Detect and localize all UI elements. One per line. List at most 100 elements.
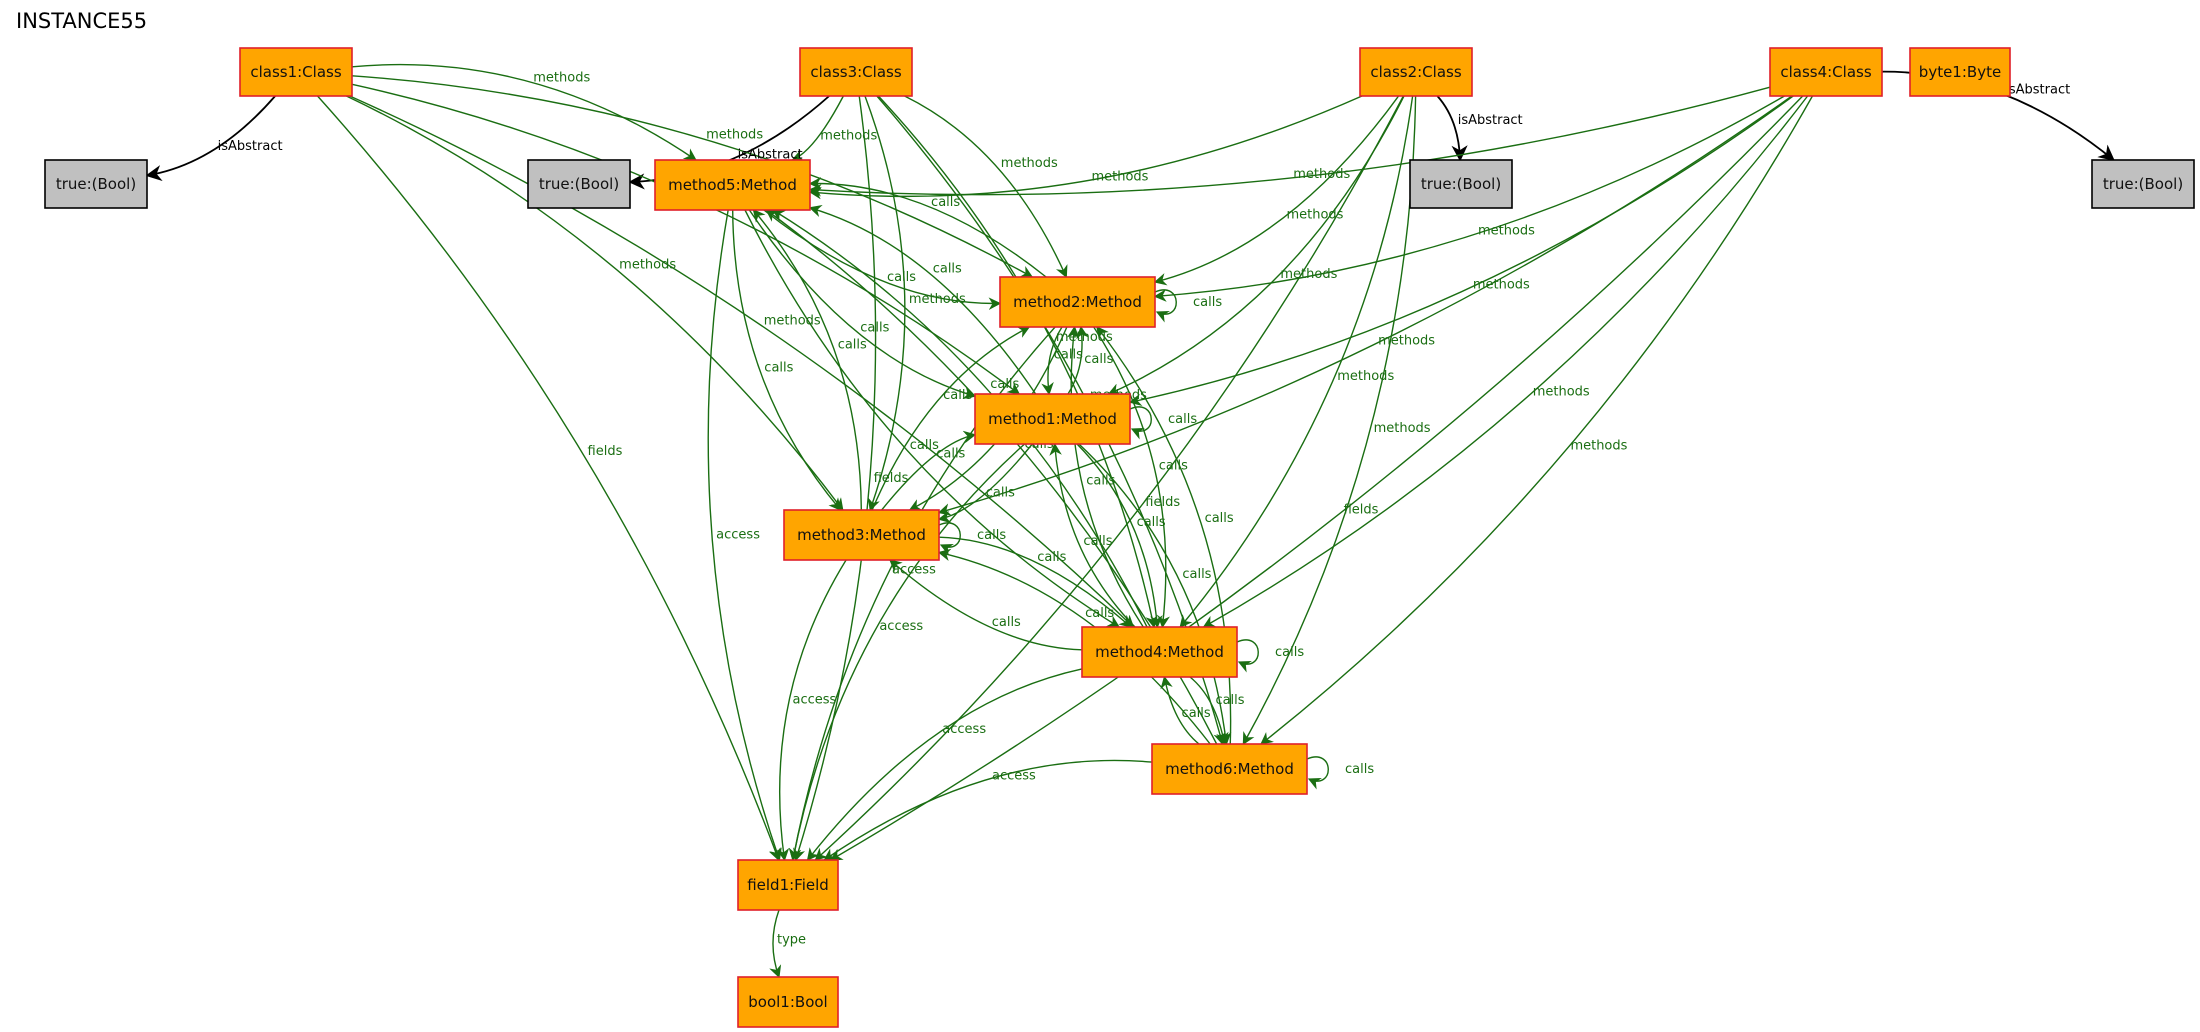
node-method6[interactable]: method6:Method	[1151, 743, 1308, 795]
node-class3[interactable]: class3:Class	[799, 47, 913, 97]
node-method1[interactable]: method1:Method	[974, 393, 1131, 445]
edge-label-method1-method2: calls	[1084, 352, 1113, 367]
edge-class3-method5	[791, 95, 844, 162]
edge-label-method2-method4: calls	[1159, 459, 1188, 474]
node-box-class3[interactable]	[799, 47, 913, 97]
node-box-true1[interactable]	[44, 159, 148, 209]
edge-class1-method5	[351, 63, 697, 161]
edge-label-method4-method6: calls	[1215, 693, 1244, 708]
node-method5[interactable]: method5:Method	[654, 159, 811, 211]
edge-method1-method1	[1129, 406, 1152, 440]
edge-class2-method5	[808, 95, 1363, 200]
node-class2[interactable]: class2:Class	[1359, 47, 1473, 97]
edge-label-method1-method4: calls	[1137, 515, 1166, 530]
edge-labels-layer: isAbstractisAbstractisAbstractisAbstract…	[218, 71, 2071, 948]
edge-label-method1-method5: calls	[933, 262, 962, 277]
edge-class4-field1	[829, 95, 1804, 861]
node-true4[interactable]: true:(Bool)	[2091, 159, 2195, 209]
edge-method1-method4	[1076, 443, 1163, 629]
edge-class1-method1	[351, 83, 1021, 395]
node-box-class1[interactable]	[239, 47, 353, 97]
node-class1[interactable]: class1:Class	[239, 47, 353, 97]
edge-label-class1-method5: methods	[533, 71, 590, 86]
node-field1[interactable]: field1:Field	[737, 859, 839, 911]
edge-label-method1-method1: calls	[1168, 412, 1197, 427]
edge-label-class2-method5: methods	[1091, 170, 1148, 185]
edge-label-method3-method3: calls	[977, 528, 1006, 543]
node-true1[interactable]: true:(Bool)	[44, 159, 148, 209]
edge-method1-method5	[808, 204, 1037, 395]
node-box-field1[interactable]	[737, 859, 839, 911]
node-label-byte1: byte1:Byte	[1919, 63, 2001, 81]
edge-label-class1-method4: methods	[764, 313, 821, 328]
edge-class1-method2	[351, 75, 1034, 278]
node-box-method1[interactable]	[974, 393, 1131, 445]
edge-method5-method1	[748, 209, 977, 400]
node-box-method4[interactable]	[1081, 626, 1238, 678]
node-label-true4: true:(Bool)	[2103, 175, 2183, 193]
edge-method1-field1	[788, 443, 1026, 862]
edge-label-method2-method1: calls	[1054, 347, 1083, 362]
node-box-byte1[interactable]	[1909, 47, 2011, 97]
node-box-true4[interactable]	[2091, 159, 2195, 209]
edge-label-class4-true4: isAbstract	[2005, 82, 2070, 97]
edge-method3-field1	[776, 559, 847, 862]
edge-label-method3-method5: calls	[838, 337, 867, 352]
edge-method2-method5	[808, 177, 1047, 278]
edge-label-field1-bool1: type	[777, 933, 806, 948]
edge-field1-bool1	[769, 909, 782, 979]
edge-method4-method5	[771, 209, 1148, 628]
edge-method4-method3	[889, 559, 1083, 651]
edge-method5-field1	[707, 209, 782, 862]
node-box-true3[interactable]	[527, 159, 631, 209]
edge-label-method4-method1: calls	[1083, 534, 1112, 549]
edge-label-method3-method1: calls	[936, 446, 965, 461]
node-byte1[interactable]: byte1:Byte	[1909, 47, 2011, 97]
edge-label-method2-method5: calls	[931, 195, 960, 210]
node-method4[interactable]: method4:Method	[1081, 626, 1238, 678]
node-box-method6[interactable]	[1151, 743, 1308, 795]
edge-label-class4-method2: methods	[1478, 224, 1535, 239]
edge-label-class3-method5: methods	[820, 128, 877, 143]
node-box-true2[interactable]	[1409, 159, 1513, 209]
node-method3[interactable]: method3:Method	[783, 509, 940, 561]
node-method2[interactable]: method2:Method	[999, 276, 1156, 328]
edge-class3-method3	[864, 95, 906, 512]
edge-label-method6-method3: calls	[1085, 606, 1114, 621]
node-true2[interactable]: true:(Bool)	[1409, 159, 1513, 209]
node-class4[interactable]: class4:Class	[1769, 47, 1883, 97]
edge-label-method3-method4: calls	[1037, 550, 1066, 565]
edge-method1-method3	[937, 443, 1033, 524]
edge-label-method2-field1: access	[892, 562, 936, 577]
edge-label-class1-method3: methods	[619, 257, 676, 272]
edge-method3-method3	[938, 522, 961, 556]
node-label-class4: class4:Class	[1780, 63, 1871, 81]
node-box-bool1[interactable]	[737, 976, 839, 1028]
node-box-method5[interactable]	[654, 159, 811, 211]
edge-method5-method4	[744, 209, 1121, 628]
edge-label-class3-method2: methods	[1001, 156, 1058, 171]
edge-class2-method2	[1153, 95, 1400, 286]
node-box-method2[interactable]	[999, 276, 1156, 328]
edge-label-method6-method6: calls	[1345, 762, 1374, 777]
node-box-method3[interactable]	[783, 509, 940, 561]
edge-label-method3-field1: access	[793, 692, 837, 707]
edge-method1-method6	[1078, 443, 1232, 746]
edge-label-class4-method3: methods	[1378, 333, 1435, 348]
node-box-class2[interactable]	[1359, 47, 1473, 97]
node-bool1[interactable]: bool1:Bool	[737, 976, 839, 1028]
node-label-true3: true:(Bool)	[539, 175, 619, 193]
edge-label-class4-method5: methods	[1293, 167, 1350, 182]
edge-class1-method3	[346, 95, 844, 512]
edge-class2-method1	[1107, 95, 1405, 396]
edge-method3-method5	[752, 209, 863, 511]
node-box-class4[interactable]	[1769, 47, 1883, 97]
node-true3[interactable]: true:(Bool)	[527, 159, 631, 209]
edge-method5-method3	[731, 209, 842, 511]
edge-label-class2-method4: methods	[1337, 369, 1394, 384]
node-label-method6: method6:Method	[1165, 760, 1294, 778]
edge-label-method6-method2: calls	[1205, 511, 1234, 526]
edge-class1-field1	[317, 95, 781, 862]
edge-method6-method2	[1096, 326, 1232, 745]
